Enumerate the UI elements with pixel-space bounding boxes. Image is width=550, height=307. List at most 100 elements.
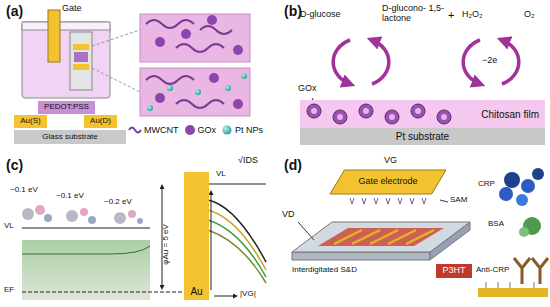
node-text: Pt substrate	[396, 131, 449, 142]
analyte-molecule	[128, 210, 136, 218]
interdigitated-electrode	[406, 230, 434, 244]
wire	[440, 200, 448, 202]
zoom-view	[140, 14, 250, 62]
chitosan-film: Chitosan film	[300, 100, 545, 128]
bsa-protein	[519, 227, 529, 237]
energy-label: ~0.1 eV	[56, 192, 84, 201]
species-label: D-glucono- 1,5-lactone	[382, 4, 446, 24]
zoom-view	[200, 26, 232, 34]
au-electrode: Au	[184, 172, 209, 300]
zoom-guide	[92, 30, 140, 92]
reaction-cycle	[502, 40, 519, 84]
beaker	[22, 22, 110, 98]
transistor-chip	[70, 32, 92, 90]
chem-sam-surface	[486, 282, 534, 288]
gox-glyph	[441, 114, 447, 120]
node-text: Au	[190, 286, 202, 297]
pedot-channel: PEDOT:PSS	[38, 101, 95, 114]
reaction-cycle	[372, 40, 389, 84]
chem-sam-surface	[478, 288, 548, 297]
p3ht-film: P3HT	[436, 264, 472, 278]
panel-label: (d)	[284, 158, 302, 173]
electron-label: −2e	[482, 56, 497, 66]
gox-glyph	[385, 110, 399, 124]
vacuum-level	[22, 228, 150, 229]
zoom-view	[225, 85, 231, 91]
drain-pad: Au(D)	[84, 115, 117, 128]
pt-substrate: Pt substrate	[300, 128, 545, 145]
zoom-view	[146, 76, 194, 84]
analyte-molecule	[114, 212, 126, 224]
axis-label: |VG|	[240, 290, 256, 299]
zoom-view	[140, 14, 250, 62]
reaction-cycle	[333, 40, 350, 84]
gox-glyph	[307, 104, 321, 118]
crp-protein	[521, 179, 535, 193]
gox-glyph	[389, 114, 395, 120]
energy-label: ~0.1 eV	[10, 186, 38, 195]
transfer-curve	[211, 192, 212, 290]
legend-sample	[184, 124, 196, 136]
device-substrate	[292, 222, 470, 260]
node-text: Chitosan film	[481, 109, 539, 120]
gox-glyph	[437, 110, 451, 124]
beaker	[22, 22, 110, 30]
work-function-label: φAu = 5 eV	[162, 224, 171, 265]
level-label: VL	[216, 170, 226, 179]
node-text: Au(S)	[20, 117, 40, 126]
gate-plate	[330, 170, 446, 194]
zoom-view	[233, 45, 243, 55]
interdigitated-electrode	[334, 230, 434, 244]
reaction-cycle	[333, 40, 519, 84]
sam-layer	[350, 198, 426, 204]
gate-electrode: Gate electrode	[330, 170, 446, 194]
zoom-view	[167, 85, 173, 91]
analyte-molecule	[88, 216, 96, 224]
semiconductor-block	[22, 246, 150, 254]
reaction-cycle	[463, 40, 480, 84]
legend-item: Pt NPs	[221, 124, 263, 136]
beaker	[22, 22, 110, 98]
chem-sam-surface	[478, 282, 548, 297]
panel-label: (a)	[6, 4, 23, 19]
analyte-molecule	[80, 208, 88, 216]
legend-item: GOx	[184, 124, 217, 136]
gox-glyph	[333, 110, 347, 124]
analyte-molecule	[22, 205, 143, 224]
analyte-molecule	[137, 218, 143, 224]
gox-glyph	[437, 110, 451, 124]
panel-label: (b)	[284, 4, 302, 19]
energy-label: ~0.2 eV	[104, 198, 132, 207]
legend-sample	[221, 124, 233, 136]
zoom-view	[147, 105, 153, 111]
crp-protein	[516, 194, 528, 206]
voltage-label: VG	[384, 156, 397, 166]
p3ht-layer	[318, 228, 444, 246]
node-text: Au(D)	[90, 117, 111, 126]
antibody-label: Anti-CRP	[476, 266, 509, 275]
analyte-molecule	[44, 214, 52, 222]
layer-label: SAM	[450, 196, 467, 205]
analyte-molecule	[66, 210, 78, 222]
device-substrate	[292, 252, 430, 260]
transfer-curve	[208, 230, 266, 283]
voltage-label: VD	[282, 210, 295, 220]
zoom-guide	[92, 68, 140, 92]
gox-glyph	[411, 104, 425, 118]
legend: MWCNTGOxPt NPs	[128, 124, 263, 136]
electrode-label: Gate	[62, 4, 82, 14]
anti-crp-antibody	[532, 258, 548, 284]
zoom-view	[241, 73, 247, 79]
gox-glyph	[415, 108, 421, 114]
transistor-chip	[74, 52, 88, 62]
species-label: D-glucose	[300, 10, 341, 20]
zoom-view	[146, 20, 194, 28]
zoom-view	[155, 37, 165, 47]
gox-glyph	[337, 114, 343, 120]
crp-protein	[499, 187, 513, 201]
crp-protein	[532, 168, 544, 180]
legend-sample	[128, 124, 142, 136]
fermi-level	[22, 292, 184, 293]
gox-glyph	[359, 104, 373, 118]
